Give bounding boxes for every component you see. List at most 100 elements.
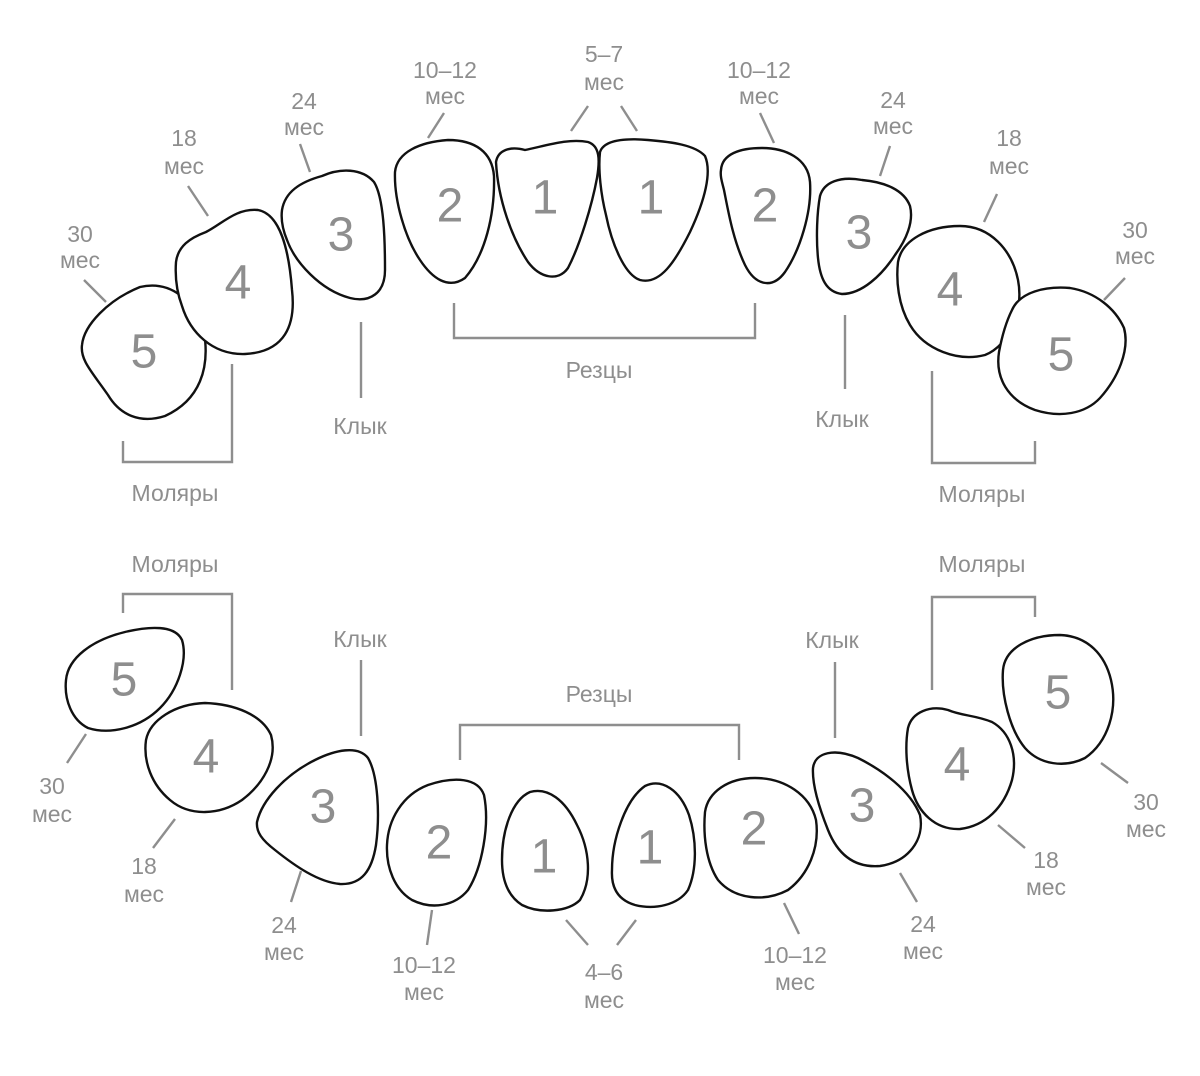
tooth-number: 4 [193, 731, 220, 784]
upper-tooth-1-right: 1 [598, 138, 709, 282]
svg-text:30: 30 [67, 221, 93, 247]
lower-age-30-left: 30 мес [32, 733, 88, 827]
lower-molars-left-group: Моляры [121, 551, 234, 690]
lower-age-4-6: 4–6 мес [565, 919, 637, 1013]
tooth-number: 5 [1048, 329, 1075, 382]
svg-text:24: 24 [291, 88, 317, 114]
tooth-number: 1 [638, 172, 665, 225]
tooth-number: 5 [111, 654, 138, 707]
lower-molars-right-group: Моляры [930, 551, 1037, 690]
lower-tooth-2-right: 2 [703, 776, 818, 899]
upper-age-10-12-left: 10–12 мес [413, 57, 477, 139]
upper-tooth-4-right: 4 [896, 224, 1021, 359]
svg-text:Моляры: Моляры [939, 551, 1026, 577]
svg-text:мес: мес [1115, 243, 1155, 269]
svg-text:10–12: 10–12 [727, 57, 791, 83]
tooth-number: 1 [637, 822, 664, 875]
upper-tooth-5-left: 5 [80, 284, 207, 421]
svg-text:мес: мес [775, 969, 815, 995]
upper-jaw: 5 4 3 2 1 1 2 3 [60, 41, 1155, 507]
upper-tooth-4-left: 4 [174, 208, 294, 356]
svg-text:мес: мес [124, 881, 164, 907]
svg-text:мес: мес [1026, 874, 1066, 900]
svg-text:18: 18 [131, 853, 157, 879]
svg-text:Клык: Клык [815, 406, 869, 432]
tooth-number: 2 [741, 803, 768, 856]
upper-canine-left-group: Клык [333, 322, 388, 439]
svg-text:мес: мес [584, 987, 624, 1013]
upper-age-30-left: 30 мес [60, 221, 107, 303]
upper-age-18-left: 18 мес [164, 125, 209, 217]
upper-canine-right-group: Клык [815, 315, 870, 432]
upper-molars-right-group: Моляры [930, 371, 1037, 507]
svg-text:5–7: 5–7 [585, 41, 623, 67]
upper-age-10-12-right: 10–12 мес [727, 57, 791, 144]
upper-tooth-5-right: 5 [997, 286, 1127, 416]
tooth-number: 1 [532, 172, 559, 225]
upper-age-24-right: 24 мес [873, 87, 913, 177]
svg-text:мес: мес [164, 153, 204, 179]
svg-text:18: 18 [171, 125, 197, 151]
lower-age-10-12-right: 10–12 мес [763, 902, 827, 995]
svg-text:Резцы: Резцы [566, 357, 633, 383]
lower-canine-right-group: Клык [805, 627, 860, 738]
svg-text:мес: мес [903, 938, 943, 964]
lower-tooth-3-left: 3 [255, 749, 380, 886]
upper-age-30-right: 30 мес [1103, 217, 1155, 301]
lower-canine-left-group: Клык [333, 626, 388, 736]
tooth-number: 3 [846, 207, 873, 260]
upper-tooth-3-left: 3 [280, 169, 387, 301]
svg-text:Моляры: Моляры [939, 481, 1026, 507]
lower-age-18-right: 18 мес [997, 824, 1066, 900]
lower-tooth-4-left: 4 [144, 701, 274, 814]
tooth-number: 4 [944, 739, 971, 792]
lower-age-30-right: 30 мес [1100, 762, 1166, 842]
lower-tooth-1-right: 1 [610, 782, 697, 909]
upper-age-24-left: 24 мес [284, 88, 324, 173]
tooth-number: 3 [849, 780, 876, 833]
lower-jaw: Моляры Клык Резцы Клык Моляры 5 4 [32, 551, 1166, 1013]
svg-text:мес: мес [60, 247, 100, 273]
lower-age-10-12-left: 10–12 мес [392, 909, 456, 1005]
svg-text:мес: мес [264, 939, 304, 965]
lower-tooth-2-left: 2 [385, 778, 488, 907]
tooth-number: 2 [426, 817, 453, 870]
svg-text:мес: мес [404, 979, 444, 1005]
lower-tooth-3-right: 3 [811, 751, 923, 868]
upper-age-18-right: 18 мес [982, 125, 1029, 223]
svg-text:24: 24 [910, 911, 936, 937]
lower-age-24-left: 24 мес [264, 870, 304, 965]
upper-tooth-2-right: 2 [719, 146, 812, 285]
upper-age-5-7: 5–7 мес [570, 41, 639, 132]
svg-text:Моляры: Моляры [132, 551, 219, 577]
upper-tooth-3-right: 3 [815, 177, 913, 296]
upper-tooth-1-left: 1 [494, 139, 600, 278]
svg-text:30: 30 [1133, 789, 1159, 815]
upper-molars-left-group: Моляры [121, 364, 234, 506]
lower-tooth-4-right: 4 [905, 707, 1016, 831]
tooth-number: 3 [328, 209, 355, 262]
svg-text:мес: мес [739, 83, 779, 109]
lower-incisors-group: Резцы [458, 681, 741, 760]
tooth-number: 5 [131, 326, 158, 379]
svg-text:10–12: 10–12 [763, 942, 827, 968]
svg-text:18: 18 [996, 125, 1022, 151]
svg-text:мес: мес [584, 69, 624, 95]
svg-text:4–6: 4–6 [585, 959, 623, 985]
svg-text:10–12: 10–12 [413, 57, 477, 83]
tooth-number: 1 [531, 831, 558, 884]
upper-tooth-2-left: 2 [393, 138, 496, 284]
tooth-number: 4 [225, 257, 252, 310]
svg-text:мес: мес [32, 801, 72, 827]
svg-text:мес: мес [1126, 816, 1166, 842]
svg-text:18: 18 [1033, 847, 1059, 873]
lower-tooth-5-left: 5 [64, 626, 185, 732]
svg-text:мес: мес [284, 114, 324, 140]
svg-text:мес: мес [873, 113, 913, 139]
svg-text:Моляры: Моляры [132, 480, 219, 506]
svg-text:Клык: Клык [805, 627, 859, 653]
lower-tooth-5-right: 5 [1001, 633, 1115, 765]
svg-text:мес: мес [425, 83, 465, 109]
svg-text:24: 24 [271, 912, 297, 938]
